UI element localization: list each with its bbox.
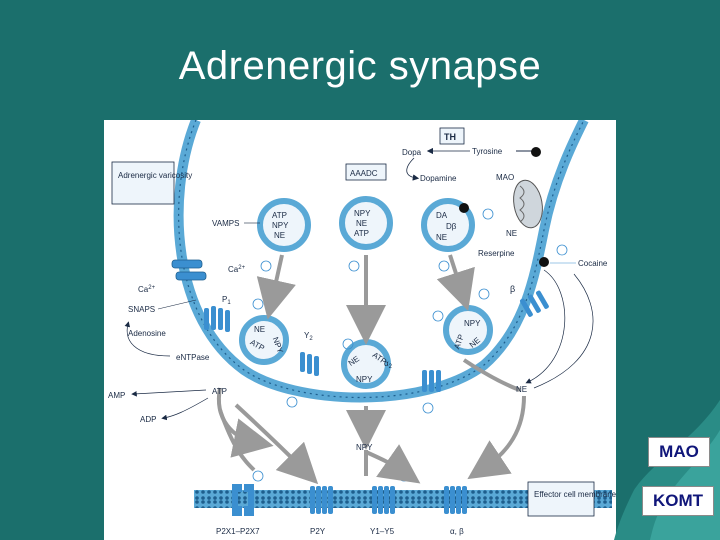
calcium-channel-1 xyxy=(171,259,203,269)
vamps-label: VAMPS xyxy=(212,219,239,228)
adp-label: ADP xyxy=(140,415,156,424)
npy-out-label: NPY xyxy=(356,443,373,452)
vesicle-2: NPY NE ATP xyxy=(339,196,393,250)
ne-out-label: NE xyxy=(516,385,527,394)
adenosine-label: Adenosine xyxy=(128,329,166,338)
mitochondrion xyxy=(513,179,543,229)
ca-right-label: Ca2+ xyxy=(228,265,246,274)
beta-receptor xyxy=(520,290,549,317)
atp-out-label: ATP xyxy=(212,387,227,396)
effector-label: Effector cell membrane xyxy=(534,490,616,499)
komt-tag: KOMT xyxy=(642,486,714,516)
modulation-markers xyxy=(252,208,568,482)
svg-text:Dβ: Dβ xyxy=(446,222,457,231)
y2-receptor xyxy=(300,352,319,376)
svg-text:NPY: NPY xyxy=(464,319,481,328)
varicosity-label-box xyxy=(111,161,175,205)
fused-vesicle-left: NE ATP NPY xyxy=(239,315,289,365)
y-receptor xyxy=(372,486,395,514)
effector-membrane xyxy=(194,490,612,508)
aaadc-box xyxy=(345,163,387,181)
receptor-label-p2x: P2X1–P2X7 xyxy=(216,527,260,536)
fused-vesicle-right: NPY ATP NE xyxy=(443,305,493,355)
th-box xyxy=(439,127,465,145)
ne-right-label: NE xyxy=(506,229,517,238)
slide-title: Adrenergic synapse xyxy=(178,44,542,88)
tyrosine-label: Tyrosine xyxy=(472,147,503,156)
svg-text:ATP: ATP xyxy=(272,211,287,220)
svg-text:DA: DA xyxy=(436,211,448,220)
amp-label: AMP xyxy=(108,391,125,400)
vesicle-3: DA Dβ NE xyxy=(421,198,475,252)
decorative-wave xyxy=(614,400,720,540)
mao-tag: MAO xyxy=(648,437,710,467)
p2x-receptor xyxy=(232,484,254,516)
ca-left-label: Ca2+ xyxy=(138,285,156,294)
vmat-dot xyxy=(459,203,469,213)
transporter-dot xyxy=(531,147,541,157)
beta-label: β xyxy=(510,284,515,294)
dopa-label: Dopa xyxy=(402,148,422,157)
vesicle-1: ATP NPY NE xyxy=(257,198,311,252)
svg-text:NPY: NPY xyxy=(356,375,373,384)
entpase-label: eNTPase xyxy=(176,353,210,362)
dopamine-label: Dopamine xyxy=(420,174,457,183)
alpha2-label: α2 xyxy=(384,359,393,370)
alpha2-receptor xyxy=(422,370,441,392)
net-transporter-dot xyxy=(539,257,549,267)
p2y-receptor xyxy=(310,486,333,514)
svg-text:ATP: ATP xyxy=(354,229,369,238)
th-label: TH xyxy=(444,132,456,142)
receptor-label-alpha-beta: α, β xyxy=(450,527,464,536)
mao-inner-label: MAO xyxy=(496,173,514,182)
svg-text:NE: NE xyxy=(436,233,447,242)
release-arrows xyxy=(216,254,526,485)
calcium-channel-2 xyxy=(175,271,207,281)
alpha-beta-receptor xyxy=(444,486,467,514)
snaps-label: SNAPS xyxy=(128,305,155,314)
y2-label: Y2 xyxy=(304,331,313,342)
p1-label: P1 xyxy=(222,295,231,306)
diagram-svg: Adrenergic varicosity TH AAADC Dopa Tyro… xyxy=(108,120,616,536)
receptor-label-y: Y1–Y5 xyxy=(370,527,395,536)
svg-text:NPY: NPY xyxy=(272,221,289,230)
effector-label-box xyxy=(527,481,595,517)
receptor-label-p2y: P2Y xyxy=(310,527,326,536)
svg-text:NPY: NPY xyxy=(354,209,371,218)
adrenergic-synapse-diagram: Adrenergic varicosity TH AAADC Dopa Tyro… xyxy=(104,120,616,540)
reserpine-label: Reserpine xyxy=(478,249,515,258)
svg-text:NE: NE xyxy=(274,231,285,240)
p1-receptor xyxy=(204,306,230,332)
varicosity-label: Adrenergic varicosity xyxy=(118,171,192,180)
cocaine-label: Cocaine xyxy=(578,259,608,268)
svg-text:NE: NE xyxy=(356,219,367,228)
svg-text:NE: NE xyxy=(254,325,265,334)
aaadc-label: AAADC xyxy=(350,169,378,178)
